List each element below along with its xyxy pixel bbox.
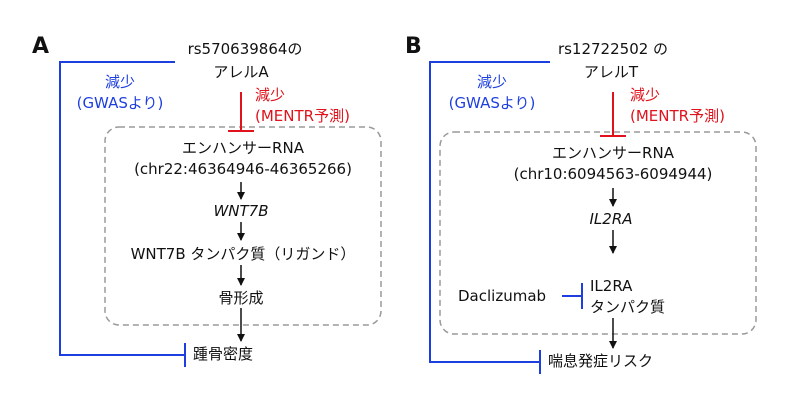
panel-a-allele-line1: rs570639864の — [187, 40, 303, 58]
panel-a-mentr-line2: (MENTR予測) — [255, 107, 350, 125]
panel-a-label: A — [32, 34, 50, 59]
panel-b-drug: Daclizumab — [458, 287, 547, 305]
panel-b-allele-line2: アレルT — [583, 63, 639, 81]
panel-b-mentr-line2: (MENTR予測) — [630, 107, 725, 125]
panel-b-outcome: 喘息発症リスク — [548, 352, 654, 370]
panel-a-protein: WNT7B タンパク質（リガンド） — [130, 245, 356, 263]
panel-a-process: 骨形成 — [218, 289, 264, 307]
panel-a-mentr-line1: 減少 — [255, 86, 286, 104]
panel-a-outcome: 踵骨密度 — [193, 345, 254, 363]
panel-a-gene: WNT7B — [213, 202, 269, 220]
panel-b-gwas-line2: (GWASより) — [448, 94, 536, 112]
panel-b-protein-line1: IL2RA — [590, 277, 633, 295]
panel-a-enhancer-line1: エンハンサーRNA — [182, 139, 304, 157]
panel-b-enhancer-line1: エンハンサーRNA — [552, 144, 674, 162]
panel-b-label: B — [405, 34, 422, 59]
panel-a-gwas-line1: 減少 — [104, 73, 136, 91]
panel-b-allele-line1: rs12722502 の — [557, 40, 669, 58]
panel-a-gwas-line2: (GWASより) — [76, 94, 164, 112]
panel-a-allele-line2: アレルA — [213, 63, 269, 81]
panel-b-gwas-inhibition-path — [429, 61, 550, 363]
panel-a-enhancer-box — [104, 126, 382, 326]
panel-b-enhancer-box — [439, 131, 757, 335]
panel-a-gwas-inhibition-path — [59, 61, 185, 356]
panel-b-mentr-line1: 減少 — [630, 86, 661, 104]
panel-b-protein-line2: タンパク質 — [590, 298, 666, 316]
panel-b-gwas-line1: 減少 — [476, 73, 508, 91]
panel-b-gene: IL2RA — [589, 210, 633, 228]
panel-a-enhancer-line2: (chr22:46364946-46365266) — [134, 160, 352, 178]
panel-b-enhancer-line2: (chr10:6094563-6094944) — [513, 165, 713, 183]
